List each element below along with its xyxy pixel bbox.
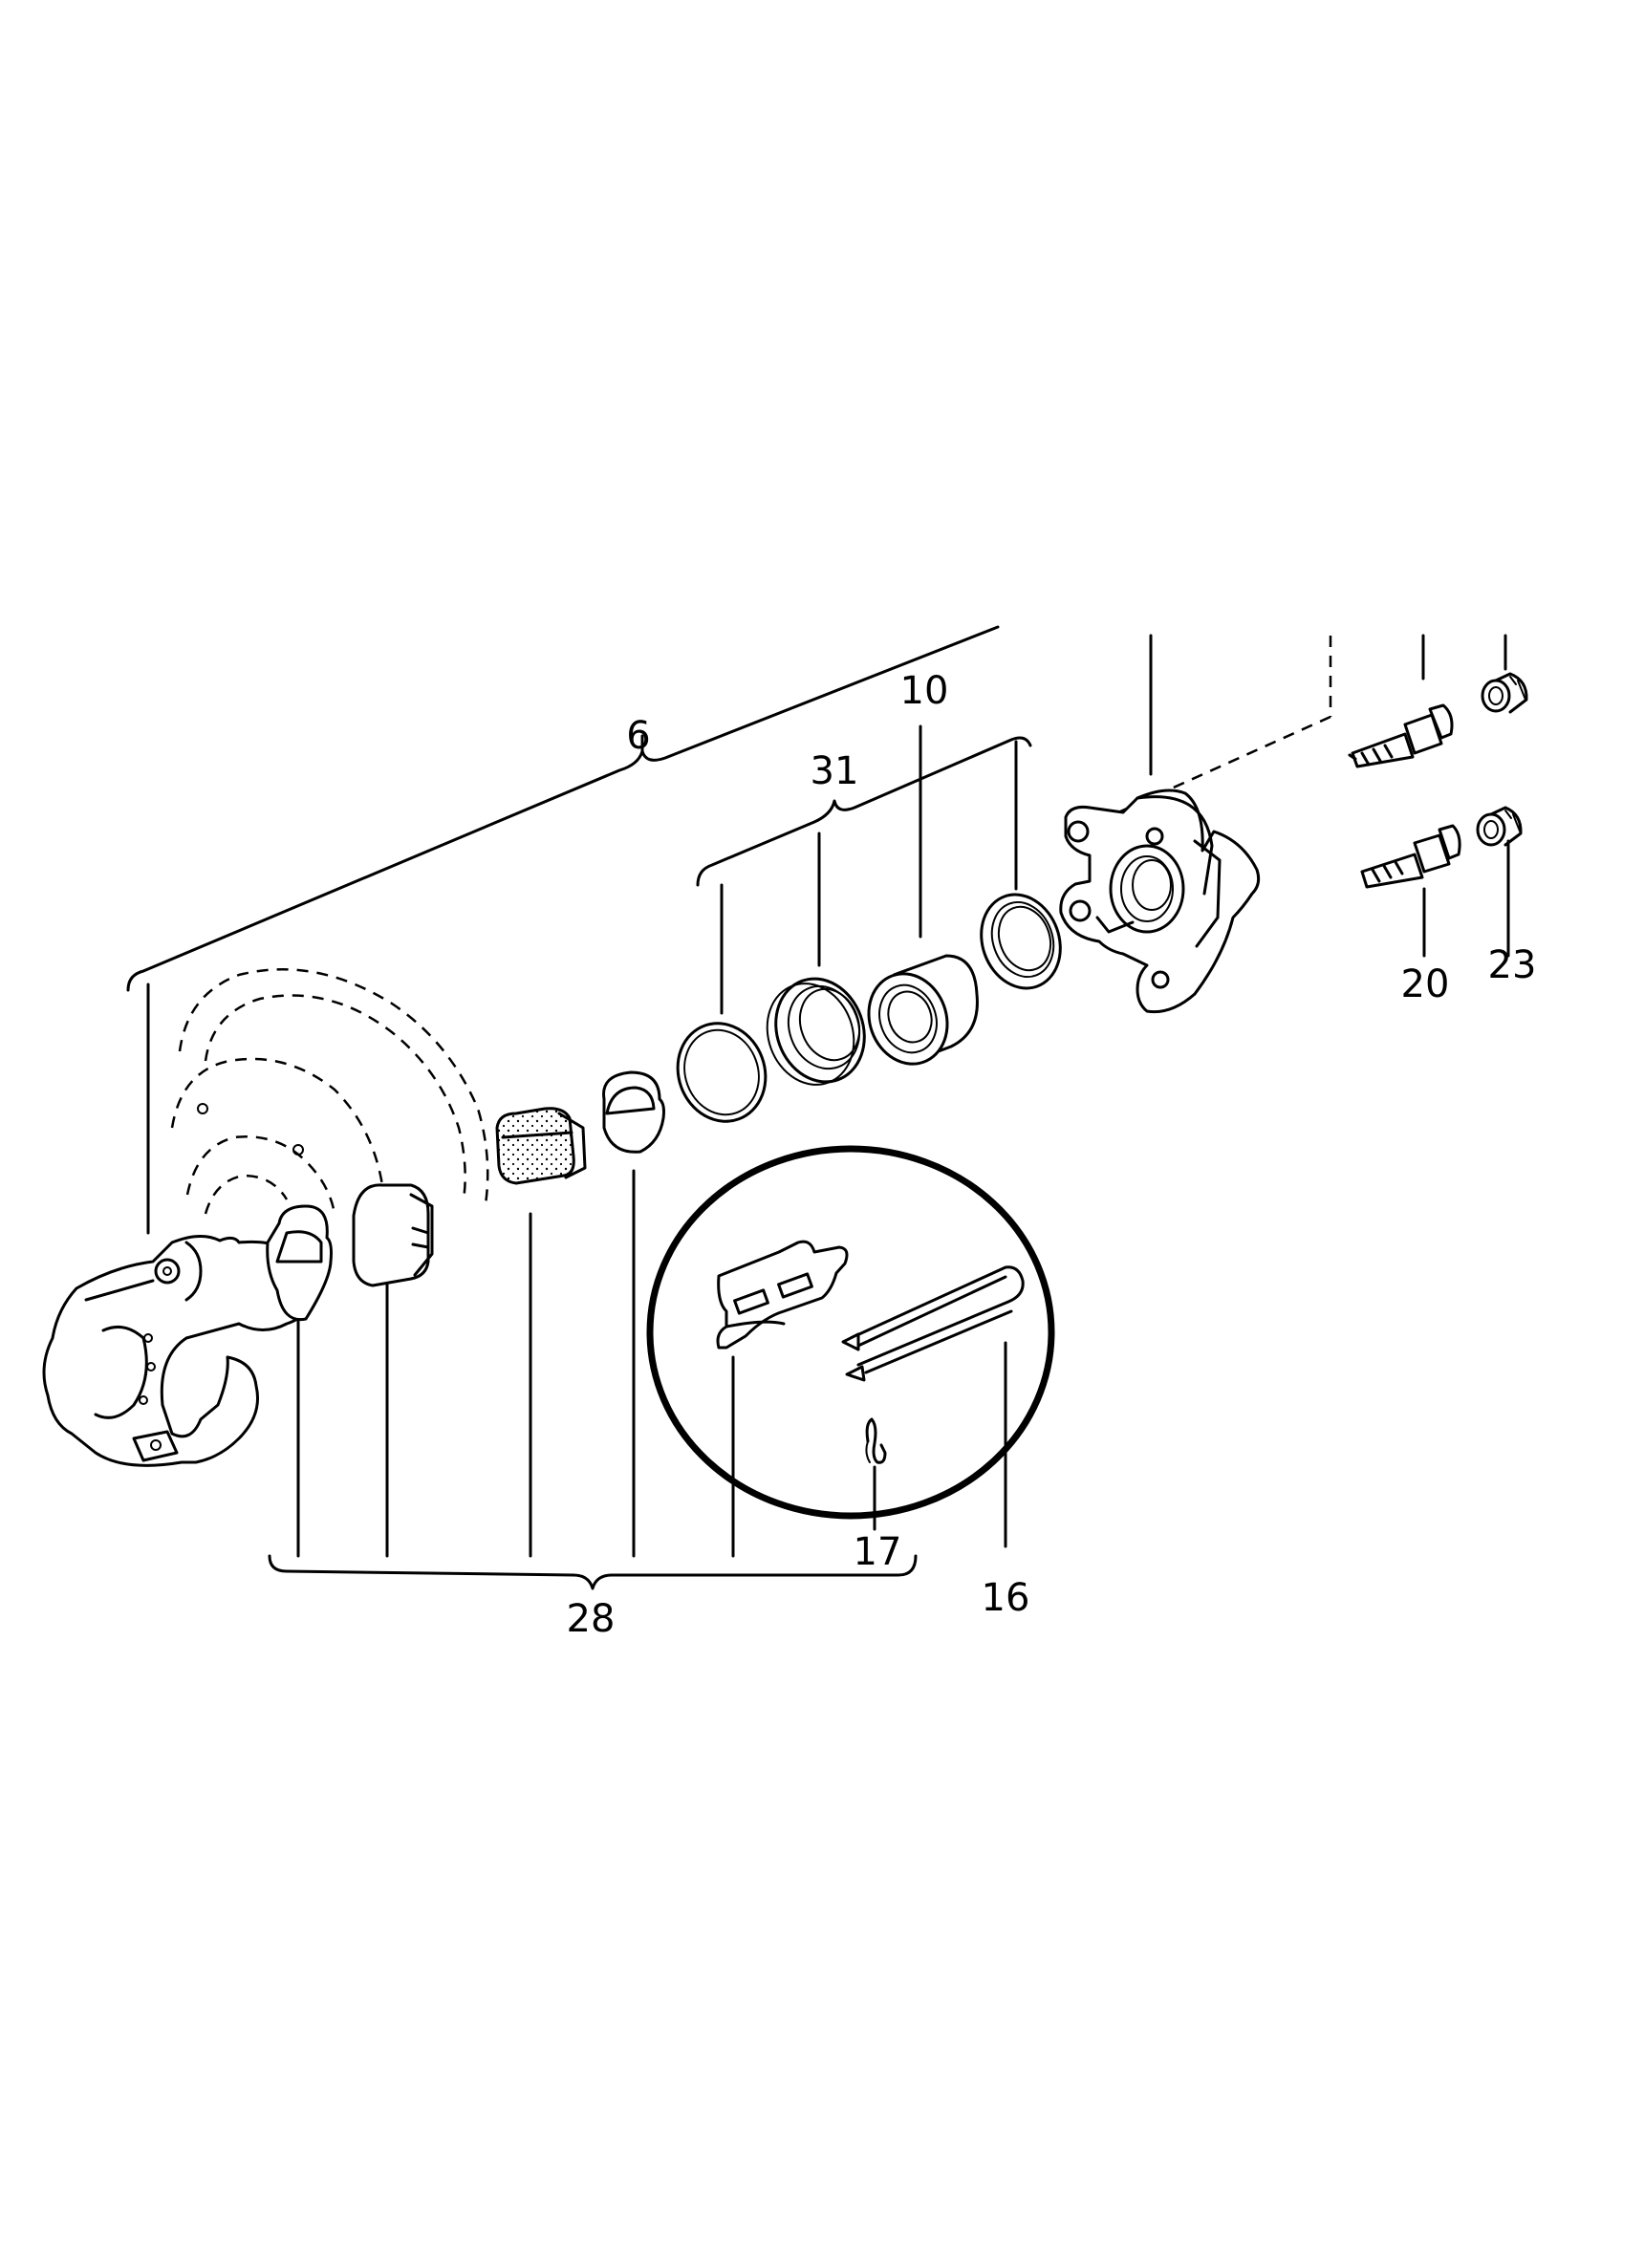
bleeder-valve-lower — [1360, 824, 1461, 889]
brake-pad-inner — [352, 1183, 434, 1287]
brake-pad-outer — [495, 1107, 587, 1185]
label-6: 6 — [626, 714, 650, 758]
detail-highlight-circle[interactable] — [646, 1145, 1055, 1520]
dust-cap-upper — [1481, 672, 1528, 714]
dust-cap-lower — [1476, 806, 1523, 847]
dust-boot — [766, 977, 866, 1086]
shim-plate-left — [266, 1204, 333, 1322]
retaining-pins — [841, 1265, 1025, 1382]
label-31: 31 — [811, 749, 859, 793]
label-10: 10 — [900, 669, 949, 713]
label-17: 17 — [854, 1530, 902, 1574]
cotter-pin — [865, 1417, 887, 1464]
caliper-outer-half — [42, 1235, 310, 1467]
label-16: 16 — [982, 1576, 1030, 1620]
label-23: 23 — [1488, 943, 1537, 987]
piston-seal — [980, 893, 1062, 990]
caliper-inner-half — [1059, 788, 1261, 1014]
callout-labels: 6 10 31 20 23 28 17 16 — [567, 669, 1537, 1641]
brake-disc-outline — [170, 968, 489, 1215]
label-20: 20 — [1401, 962, 1450, 1006]
label-28: 28 — [567, 1597, 616, 1641]
retaining-ring — [676, 1022, 768, 1123]
bleeder-valve-upper — [1348, 703, 1454, 768]
shim-plate-right — [602, 1070, 665, 1154]
piston — [867, 954, 979, 1066]
spreader-spring — [716, 1240, 849, 1350]
bracket-6 — [126, 625, 1000, 992]
bracket-28 — [268, 1554, 918, 1590]
bracket-31 — [696, 736, 1032, 887]
